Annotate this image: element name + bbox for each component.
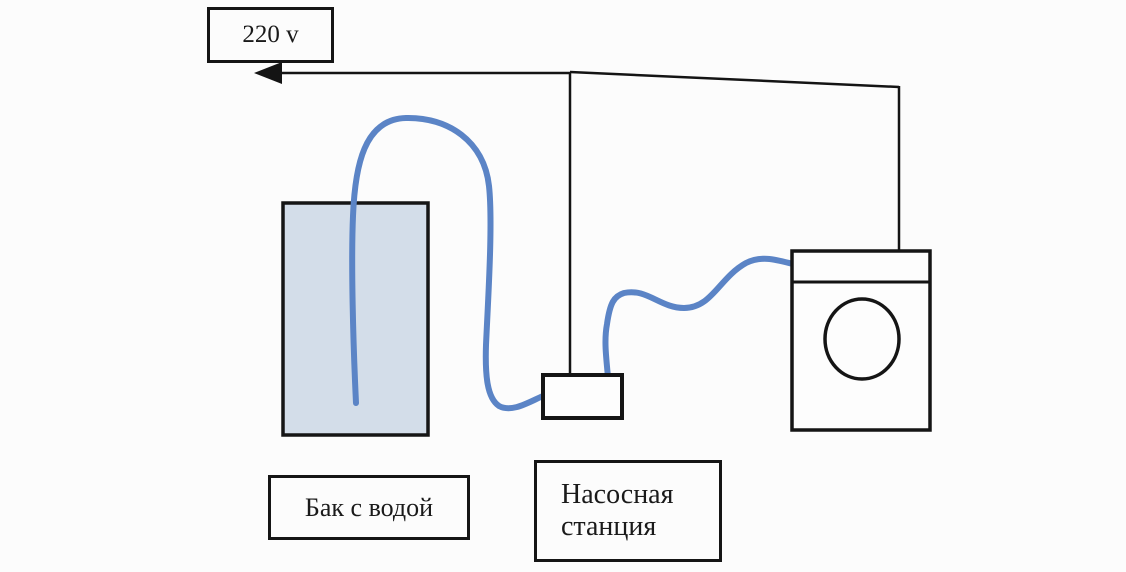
tank-label-box: Бак с водой xyxy=(268,475,470,540)
hose-pump-to-washer xyxy=(602,255,796,380)
pump-station xyxy=(541,373,624,420)
pump-station-label: Насосная станция xyxy=(561,478,674,542)
tank-label: Бак с водой xyxy=(304,492,434,522)
washing-machine-door xyxy=(823,297,901,381)
pump-station-label-box: Насосная станция xyxy=(534,460,722,562)
hose-tank-to-pump xyxy=(349,114,546,412)
power-supply-label: 220 v xyxy=(242,21,299,48)
power-wire-slanted xyxy=(569,70,900,89)
power-supply-label-box: 220 v xyxy=(207,7,334,63)
arrow-head-icon xyxy=(254,62,282,84)
